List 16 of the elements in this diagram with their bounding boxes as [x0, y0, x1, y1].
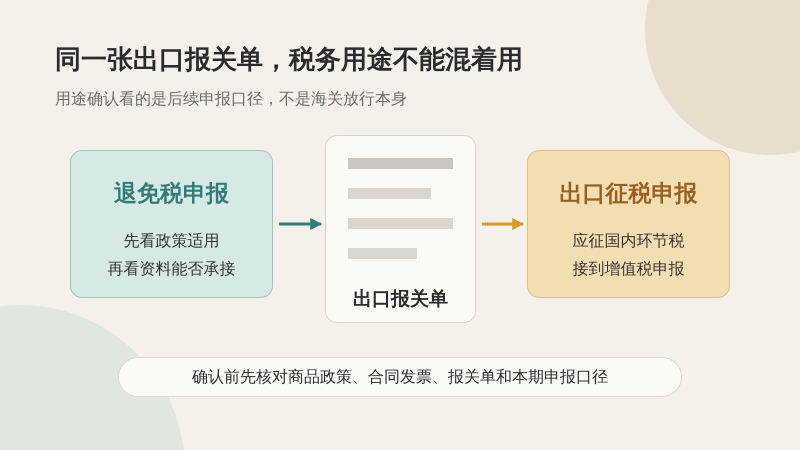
category-card: [527, 150, 730, 298]
category-card: [70, 150, 273, 298]
subtitle: 用途确认看的是后续申报口径，不是海关放行本身: [55, 89, 407, 110]
arrow: [482, 218, 524, 230]
document-label: 出口报关单: [352, 287, 449, 312]
card-heading: 退免税申报: [113, 180, 230, 209]
card-text: 先看政策适用: [122, 231, 220, 252]
title: 同一张出口报关单，税务用途不能混着用: [55, 44, 523, 77]
note-text: 确认前先核对商品政策、合同发票、报关单和本期申报口径: [191, 367, 609, 388]
card-heading: 出口征税申报: [558, 180, 698, 209]
card-text: 应征国内环节税: [572, 231, 686, 252]
card-text: 接到增值税申报: [572, 259, 686, 280]
note-pill: [118, 357, 682, 397]
document-card: [325, 135, 476, 323]
arrow: [279, 218, 322, 230]
card-text: 再看资料能否承接: [106, 259, 236, 280]
